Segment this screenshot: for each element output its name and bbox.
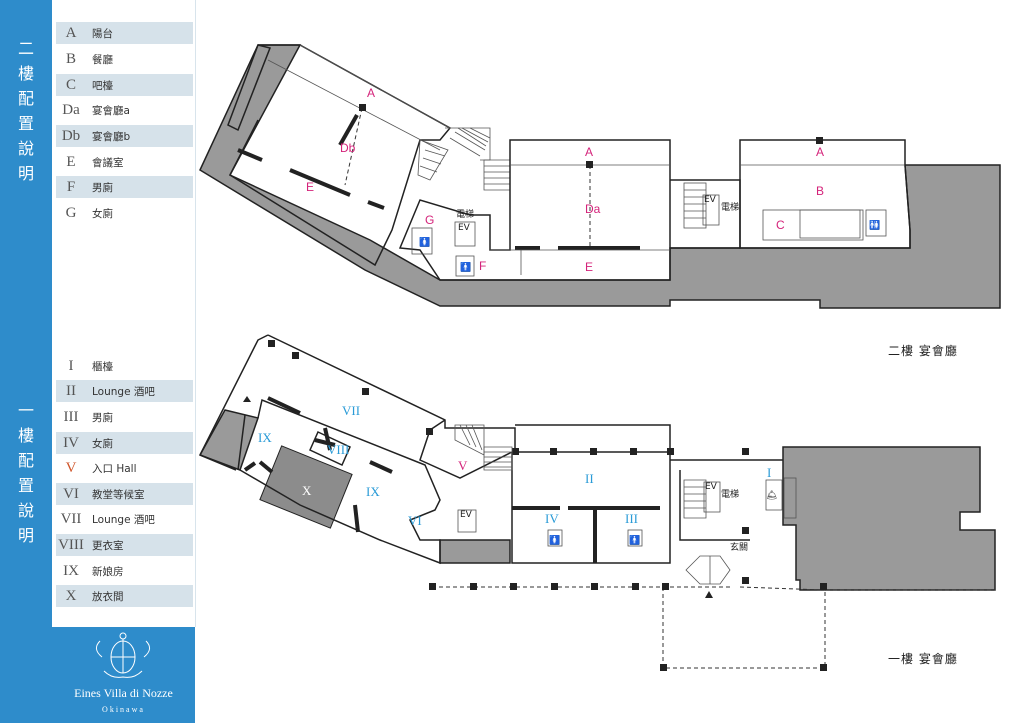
svg-text:🚻: 🚻 xyxy=(869,219,880,231)
floor1-partitions xyxy=(243,396,660,563)
legend-panel xyxy=(52,0,196,627)
logo-location: Okinawa xyxy=(102,705,145,714)
svg-text:EV: EV xyxy=(458,223,471,233)
floor1-entry-doors xyxy=(685,555,731,585)
svg-text:EV: EV xyxy=(460,510,473,520)
floor1-outline xyxy=(199,334,671,565)
label-2-F: F xyxy=(479,259,486,273)
label-2-E2: E xyxy=(585,260,593,274)
floor1-sidebar-title: 一 樓 配 置 說 明 xyxy=(17,401,34,545)
label-2-A3: A xyxy=(816,145,824,159)
floor2-wall-left xyxy=(227,44,272,132)
floor2-elevator-hall xyxy=(670,179,741,249)
label-1-II: II xyxy=(585,471,594,486)
floor1-ev-box xyxy=(457,509,477,533)
floor2-stairs xyxy=(417,127,511,191)
floor1-elevator-label: 電梯 xyxy=(721,488,739,500)
label-2-C: C xyxy=(776,218,785,232)
floor2-elevator-label: 電梯 xyxy=(456,208,474,220)
floor1-columns xyxy=(268,340,827,671)
svg-text:🛎: 🛎 xyxy=(766,490,777,501)
floor1-wall-mid xyxy=(439,539,511,564)
floor2-dash-line xyxy=(344,107,363,186)
floor2-ev-box xyxy=(454,221,476,247)
label-2-E1: E xyxy=(306,180,314,194)
floor2-partitions xyxy=(237,114,640,250)
floor1-plan: EV EV 電梯 玄關 🛎 🚺 🚹 VII IX VIII X IX V VI … xyxy=(198,334,996,671)
floor2-right-block xyxy=(739,139,911,249)
label-1-III: III xyxy=(625,511,638,526)
label-1-IX1: IX xyxy=(258,430,272,445)
sidebar-stripe xyxy=(0,0,52,723)
label-1-VIII: VIII xyxy=(327,442,349,457)
floor1-caption: 一樓 宴會廳 xyxy=(888,652,958,666)
label-1-IV: IV xyxy=(545,511,559,526)
label-2-Db: Db xyxy=(340,141,356,155)
crest-logo-icon xyxy=(96,632,150,678)
logo-box xyxy=(52,627,195,723)
label-1-I: I xyxy=(767,465,771,480)
label-1-VII: VII xyxy=(342,403,360,418)
floor1-stairs xyxy=(454,424,707,519)
svg-text:EV: EV xyxy=(704,195,717,205)
floor1-foyer-label: 玄關 xyxy=(730,541,748,553)
floor2-ladies xyxy=(411,227,433,255)
logo-name: Eines Villa di Nozze xyxy=(74,686,173,700)
label-1-IX2: IX xyxy=(366,484,380,499)
svg-text:電梯: 電梯 xyxy=(721,201,739,213)
label-2-B: B xyxy=(816,184,824,198)
svg-text:EV: EV xyxy=(705,482,718,492)
floor1-right-block xyxy=(782,446,996,591)
floor2-sidebar-title: 二 樓 配 置 說 明 xyxy=(17,39,34,183)
floor1-terrace xyxy=(432,586,995,669)
label-2-Da: Da xyxy=(585,202,601,216)
svg-text:🚹: 🚹 xyxy=(460,261,471,273)
floor2-wall-band xyxy=(199,44,1001,309)
floor1-wall-left xyxy=(198,409,259,471)
svg-text:🚺: 🚺 xyxy=(419,236,430,248)
label-2-A2: A xyxy=(585,145,593,159)
label-1-V: V xyxy=(458,458,468,473)
label-2-A1: A xyxy=(367,86,375,100)
label-1-VI: VI xyxy=(408,513,422,528)
svg-text:🚺: 🚺 xyxy=(549,534,560,546)
floor2-plan: 🚺 EV 🚹 電梯 🚻 EV 電梯 A Db E G F A Da E A B … xyxy=(199,44,1001,309)
svg-text:🚹: 🚹 xyxy=(629,534,640,546)
label-1-X: X xyxy=(302,483,312,498)
label-2-G: G xyxy=(425,213,434,227)
floor2-middle-block xyxy=(398,139,671,281)
floor2-caption: 二樓 宴會廳 xyxy=(888,344,958,358)
